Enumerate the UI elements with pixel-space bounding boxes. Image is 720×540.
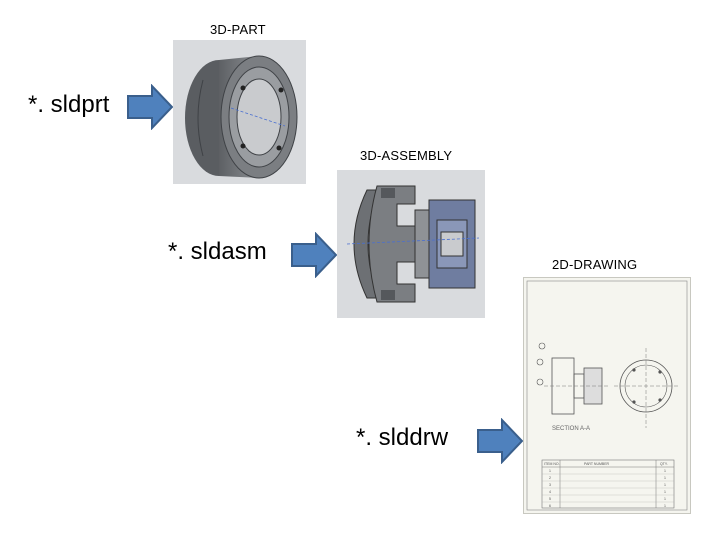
bom-header-qty: QTY.: [660, 462, 668, 466]
bom-row-item: 3: [549, 483, 551, 487]
arrow-right-icon: [291, 232, 338, 278]
drawing-caption: 2D-DRAWING: [552, 257, 638, 272]
arrow-right-icon: [477, 418, 524, 464]
bom-row-qty: 1: [664, 497, 666, 501]
bom-rows: 1 2 3 4 5 6 1 1 1 1 1 1: [542, 469, 674, 508]
arrow-right-icon: [127, 84, 174, 130]
part-caption: 3D-PART: [210, 22, 266, 37]
bom-row-qty: 1: [664, 504, 666, 508]
bom-row-qty: 1: [664, 490, 666, 494]
bom-row-qty: 1: [664, 476, 666, 480]
assembly-caption: 3D-ASSEMBLY: [360, 148, 453, 163]
bom-row-qty: 1: [664, 483, 666, 487]
part-image: [173, 40, 306, 184]
bom-row-qty: 1: [664, 469, 666, 473]
bom-row-item: 1: [549, 469, 551, 473]
part-extension: *. sldprt: [28, 91, 110, 118]
drawing-image: SECTION A-A ITEM NO. PART NUMBER QTY. 1 …: [523, 277, 691, 514]
bom-row-item: 6: [549, 504, 551, 508]
section-label: SECTION A-A: [552, 426, 590, 432]
bom-header-part: PART NUMBER: [584, 462, 610, 466]
drawing-extension: *. slddrw: [356, 424, 449, 451]
bom-row-item: 4: [549, 490, 551, 494]
bom-header-item: ITEM NO.: [544, 462, 560, 466]
assembly-extension: *. sldasm: [168, 238, 267, 265]
assembly-image: [337, 170, 485, 318]
bom-row-item: 5: [549, 497, 551, 501]
bom-row-item: 2: [549, 476, 551, 480]
